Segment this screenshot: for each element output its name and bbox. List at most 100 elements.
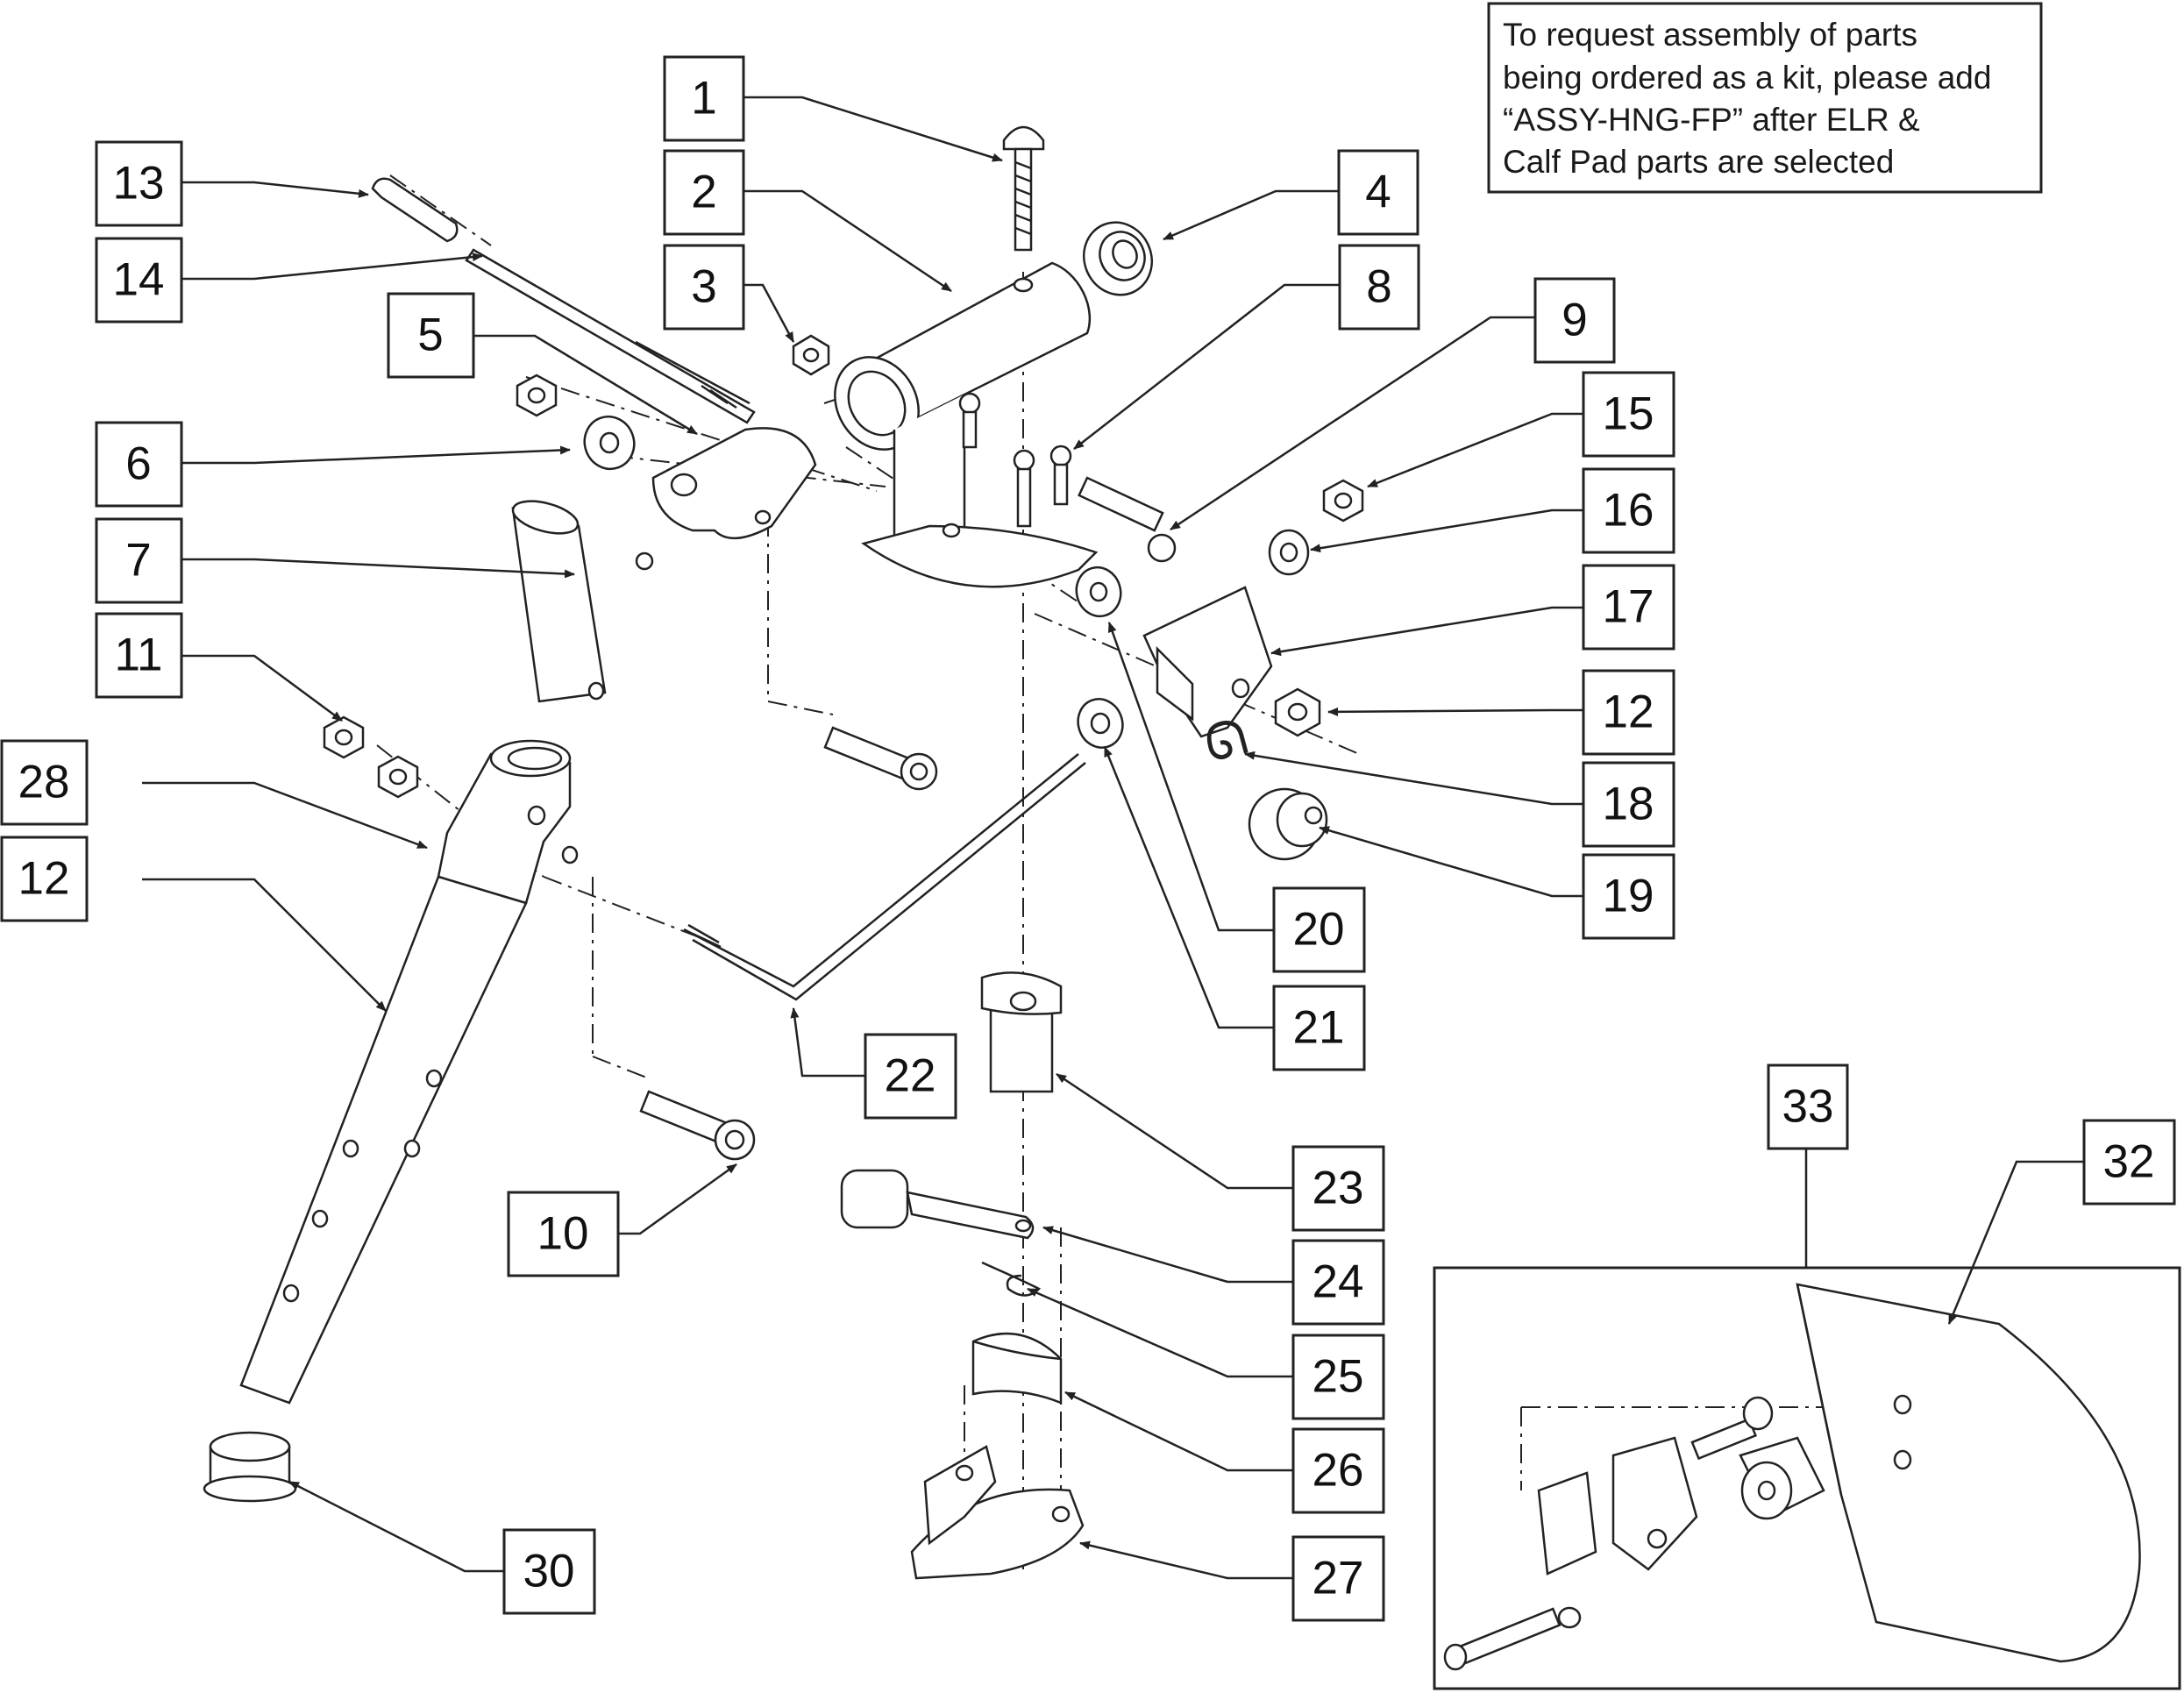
callout-19: 19	[1582, 853, 1675, 940]
part-4-plug	[1083, 221, 1153, 296]
callout-7: 7	[95, 517, 183, 604]
svg-text:26: 26	[1313, 1445, 1364, 1497]
svg-text:5: 5	[417, 309, 443, 361]
svg-text:17: 17	[1603, 581, 1654, 633]
svg-text:21: 21	[1293, 1002, 1345, 1054]
svg-text:7: 7	[125, 535, 151, 587]
svg-text:11: 11	[114, 630, 162, 681]
callout-13: 13	[95, 140, 183, 227]
part-1-screw	[1002, 125, 1045, 252]
callout-1: 1	[663, 55, 745, 142]
leader-lines	[142, 96, 2084, 1580]
callout-12-left: 12	[0, 836, 89, 922]
part-15-16-nut-spacer	[1268, 479, 1364, 576]
svg-text:13: 13	[113, 158, 165, 210]
callout-23: 23	[1291, 1145, 1385, 1232]
callout-28: 28	[0, 739, 89, 826]
part-30-end-cap	[203, 1431, 297, 1503]
callout-26: 26	[1291, 1427, 1385, 1514]
callout-16: 16	[1582, 467, 1675, 554]
callout-3: 3	[663, 244, 745, 331]
note-line-1: To request assembly of parts	[1503, 17, 1917, 53]
callout-33: 33	[1767, 1063, 1849, 1150]
part-27-base	[910, 1445, 1085, 1580]
svg-text:25: 25	[1313, 1351, 1364, 1403]
callout-12-right: 12	[1582, 669, 1675, 756]
part-6-washer-nut	[516, 373, 636, 471]
part-12-nut	[1274, 687, 1321, 737]
callout-15: 15	[1582, 371, 1675, 458]
part-3-nut	[792, 334, 830, 376]
svg-text:32: 32	[2103, 1136, 2155, 1188]
note-line-2: being ordered as a kit, please add	[1503, 60, 1991, 96]
part-10-bolt	[639, 1090, 756, 1161]
svg-text:4: 4	[1365, 167, 1391, 218]
part-20-washer	[1075, 566, 1122, 618]
svg-text:2: 2	[691, 167, 716, 218]
callout-25: 25	[1291, 1334, 1385, 1420]
note-line-3: “ASSY-HNG-FP” after ELR &	[1503, 102, 1920, 138]
callout-6: 6	[95, 421, 183, 508]
callout-17: 17	[1582, 564, 1675, 651]
svg-text:18: 18	[1603, 779, 1654, 830]
part-22-rod	[683, 753, 1086, 1001]
callout-27: 27	[1291, 1535, 1385, 1622]
part-9-lower-bolt	[823, 726, 938, 791]
svg-text:24: 24	[1313, 1256, 1364, 1308]
svg-text:1: 1	[691, 73, 716, 124]
svg-text:30: 30	[523, 1546, 575, 1597]
part-26-collar	[971, 1332, 1063, 1405]
svg-text:9: 9	[1562, 295, 1587, 346]
part-33-mount	[1443, 1396, 1825, 1671]
callout-22: 22	[864, 1033, 957, 1120]
svg-text:27: 27	[1313, 1553, 1364, 1604]
callout-18: 18	[1582, 761, 1675, 848]
svg-text:8: 8	[1366, 261, 1391, 313]
note-line-4: Calf Pad parts are selected	[1503, 144, 1894, 180]
callout-11: 11	[95, 612, 183, 699]
callout-10: 10	[507, 1191, 620, 1277]
callout-14: 14	[95, 237, 183, 324]
svg-text:20: 20	[1293, 904, 1345, 956]
callout-labels: 1 2 3 4 5 6 7 8 9 10 11 12 12 13 14 15 1…	[0, 55, 2176, 1622]
svg-text:23: 23	[1313, 1163, 1364, 1214]
callout-5: 5	[387, 292, 475, 379]
part-9-bolt	[1078, 476, 1177, 563]
svg-text:16: 16	[1603, 485, 1654, 537]
callout-20: 20	[1272, 886, 1366, 973]
svg-text:3: 3	[691, 261, 716, 313]
part-32-calf-pad	[1796, 1283, 2141, 1663]
callout-32: 32	[2082, 1119, 2176, 1206]
svg-text:19: 19	[1603, 871, 1654, 922]
callout-30: 30	[502, 1528, 596, 1615]
callout-24: 24	[1291, 1239, 1385, 1326]
spring-glyph: ᘏ	[1199, 708, 1254, 773]
part-8-screws	[958, 392, 1072, 528]
part-7-tube	[511, 500, 654, 703]
note-box	[1487, 2, 2043, 194]
part-11-nuts	[323, 715, 419, 799]
part-23-bushing	[980, 971, 1063, 1093]
svg-text:10: 10	[537, 1208, 589, 1260]
svg-text:28: 28	[18, 757, 70, 808]
part-17-bracket	[1142, 586, 1273, 738]
part-2-hinge-tube	[834, 261, 1099, 588]
callout-2: 2	[663, 149, 745, 236]
svg-text:12: 12	[1603, 686, 1654, 738]
callout-4: 4	[1337, 149, 1419, 236]
svg-text:15: 15	[1603, 388, 1654, 440]
part-18-spring: ᘏ	[1199, 708, 1254, 773]
svg-text:6: 6	[125, 438, 151, 490]
callout-8: 8	[1338, 244, 1420, 331]
svg-text:14: 14	[113, 254, 165, 306]
part-24-lever	[840, 1169, 1035, 1240]
part-25-spring	[981, 1261, 1042, 1297]
svg-text:12: 12	[18, 853, 70, 905]
part-12-leg-tube	[239, 875, 528, 1405]
part-5-clevis	[651, 427, 817, 540]
part-19-bumper	[1248, 787, 1328, 861]
part-28-clamp	[437, 739, 579, 905]
assembly-note: To request assembly of parts being order…	[1487, 2, 2043, 194]
callout-9: 9	[1533, 277, 1616, 364]
